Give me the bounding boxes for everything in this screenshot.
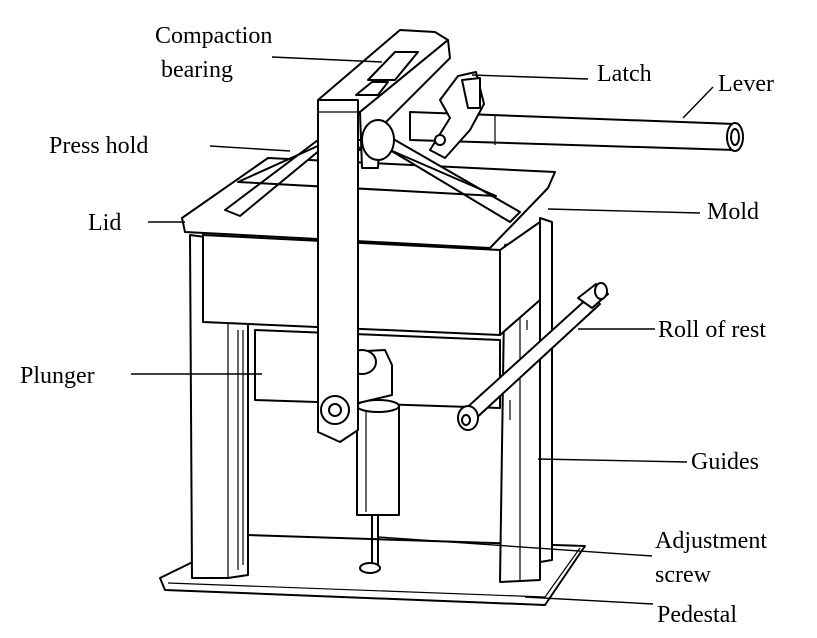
plunger	[339, 349, 400, 516]
label-lever: Lever	[718, 71, 774, 97]
leader-adjustment-screw	[377, 536, 653, 557]
label-compaction-bearing-line1: Compaction	[155, 23, 272, 49]
label-mold: Mold	[707, 199, 759, 225]
labels: Compaction bearing Latch Lever Press hol…	[20, 23, 774, 628]
vertical-arm	[317, 99, 359, 443]
lever-bar	[409, 111, 744, 152]
leader-guides	[537, 458, 688, 463]
label-press-hold: Press hold	[49, 133, 148, 159]
latch	[429, 71, 485, 159]
label-lid: Lid	[88, 210, 121, 236]
leader-compaction-bearing	[271, 56, 383, 63]
leader-lines	[131, 56, 714, 605]
leader-mold	[547, 208, 701, 214]
leader-pedestal	[524, 596, 654, 605]
label-plunger: Plunger	[20, 363, 95, 389]
label-latch: Latch	[597, 61, 652, 87]
adjustment-screw	[359, 514, 381, 574]
roll-of-rest	[457, 282, 609, 431]
leader-lever	[682, 86, 714, 119]
label-roll-of-rest: Roll of rest	[658, 317, 766, 343]
compaction-bearing-frame	[317, 29, 451, 169]
leader-press-hold	[209, 145, 291, 152]
leader-latch	[471, 74, 589, 80]
label-guides: Guides	[691, 449, 759, 475]
label-adjustment-screw-line2: screw	[655, 562, 712, 588]
label-compaction-bearing-line2: bearing	[161, 57, 233, 83]
label-adjustment-screw-line1: Adjustment	[655, 528, 767, 554]
label-pedestal: Pedestal	[657, 602, 737, 628]
